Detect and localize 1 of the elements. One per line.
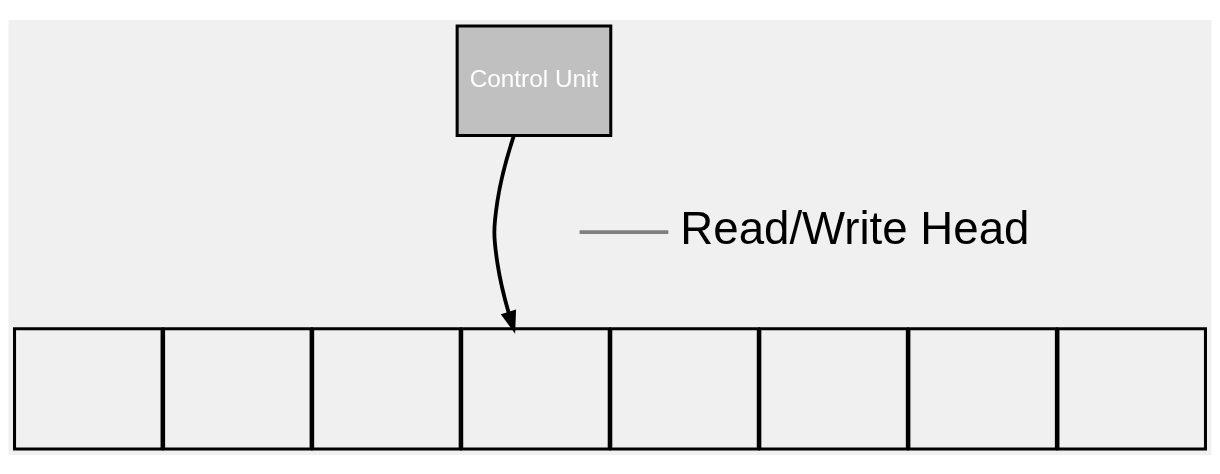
node-text: Read/Write Head xyxy=(680,202,1030,254)
